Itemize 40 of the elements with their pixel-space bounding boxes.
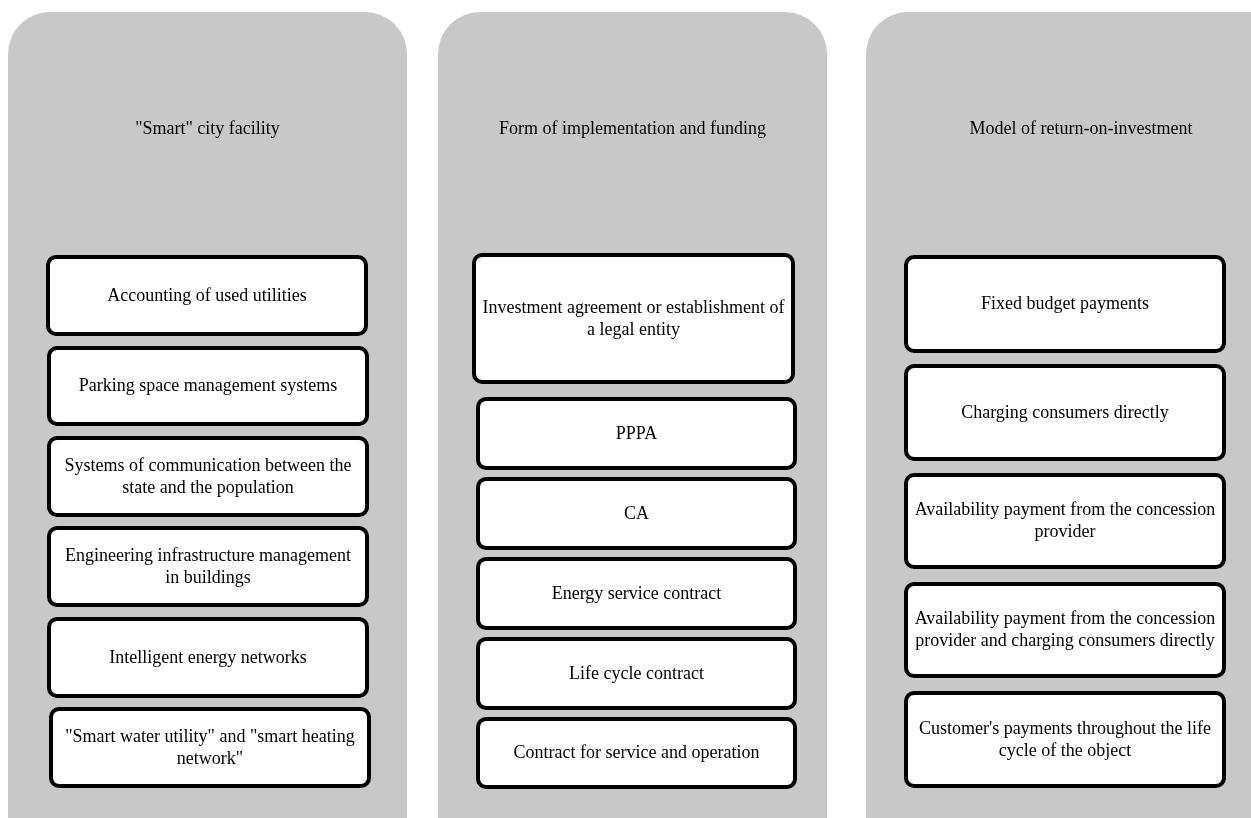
- item-label: Parking space management systems: [78, 375, 338, 397]
- column-heading: "Smart" city facility: [134, 118, 281, 140]
- item-label: Customer's payments throughout the life cycle of the object: [917, 717, 1213, 762]
- column-heading: Model of return-on-investment: [968, 118, 1194, 140]
- item-label: Investment agreement or establishment of a legal entity: [482, 296, 785, 341]
- item-box: [476, 717, 797, 789]
- item-label: Life cycle contract: [569, 662, 704, 685]
- item-label: Availability payment from the concession provider and charging consumers directly: [914, 608, 1216, 652]
- item-box: [904, 473, 1226, 569]
- item-box: [904, 691, 1226, 788]
- item-box: [47, 346, 369, 426]
- column-panel: [866, 12, 1251, 818]
- item-label: Charging consumers directly: [961, 401, 1169, 424]
- item-box: [904, 364, 1226, 461]
- item-box: [904, 255, 1226, 353]
- item-label: Availability payment from the concession provider: [914, 499, 1216, 543]
- item-label: "Smart water utility" and "smart heating network": [64, 725, 356, 770]
- item-box: [472, 253, 795, 384]
- item-label: Intelligent energy networks: [109, 646, 307, 669]
- item-box: [476, 637, 797, 710]
- column-panel: [438, 12, 827, 818]
- item-box: [476, 477, 797, 550]
- item-label: CA: [624, 502, 649, 525]
- column-panel: [8, 12, 407, 818]
- item-box: [46, 255, 368, 336]
- item-label: Energy service contract: [551, 582, 722, 605]
- item-box: [476, 397, 797, 470]
- item-label: Fixed budget payments: [981, 293, 1149, 315]
- item-label: PPPA: [615, 422, 658, 445]
- item-box: [904, 582, 1226, 678]
- item-label: Accounting of used utilities: [107, 284, 307, 307]
- item-box: [47, 526, 369, 607]
- item-label: Contract for service and operation: [513, 742, 760, 764]
- item-box: [47, 617, 369, 698]
- item-box: [49, 707, 371, 788]
- item-box: [47, 436, 369, 517]
- item-label: Systems of communication between the state and the population: [63, 454, 353, 499]
- item-box: [476, 557, 797, 630]
- column-heading: Form of implementation and funding: [498, 118, 767, 140]
- item-label: Engineering infrastructure management in buildings: [64, 544, 352, 589]
